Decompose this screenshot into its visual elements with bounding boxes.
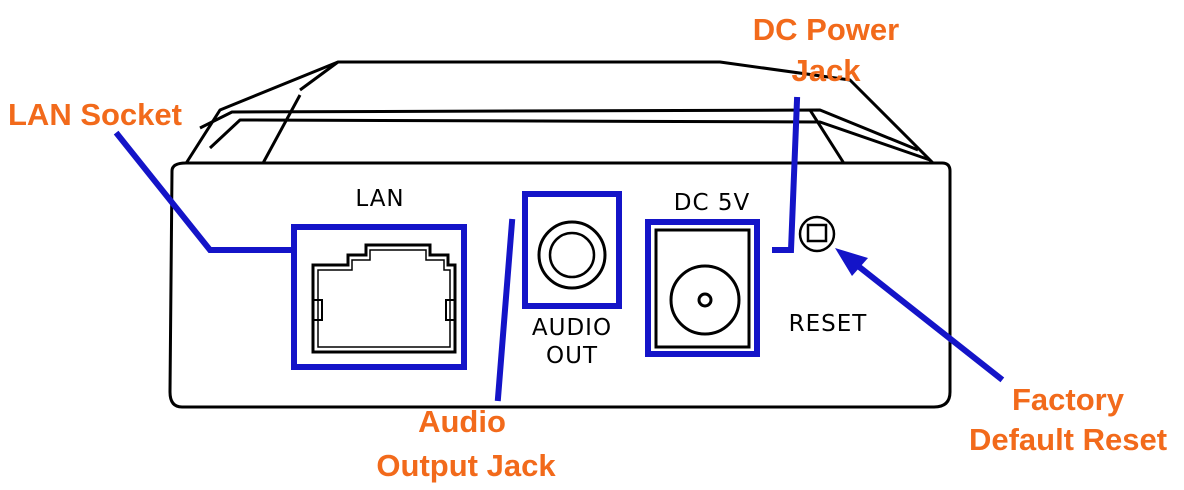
leader-dc (772, 96, 801, 253)
callout-audio-output-line2: Output Jack (376, 448, 556, 483)
housing-ridge-line (199, 108, 919, 152)
lan-highlight-box (291, 224, 467, 370)
dc-jack-ring (669, 264, 741, 336)
panel-label-reset: RESET (789, 311, 868, 337)
dc-jack-housing (654, 228, 751, 349)
housing-left-slope (260, 94, 302, 166)
dc-highlight-box (645, 219, 760, 357)
callout-dc-power-line2: Jack (792, 53, 862, 88)
leader-lines (113, 96, 1005, 402)
callout-audio-output-line1: Audio (418, 404, 506, 439)
reset-button (798, 215, 836, 253)
audio-jack-outer (537, 220, 607, 290)
housing-ridge-line-inner (208, 118, 931, 162)
panel-label-dc: DC 5V (674, 190, 750, 216)
callout-factory-reset-line1: Factory (1012, 382, 1125, 417)
lan-port (311, 243, 457, 354)
leader-audio (494, 218, 516, 402)
leader-lan (113, 130, 297, 253)
reset-button-ring (798, 215, 836, 253)
audio-jack-inner (548, 231, 596, 279)
audio-jack (537, 220, 607, 290)
dc-power-jack (654, 228, 751, 349)
lan-port-notch (313, 299, 455, 321)
dc-jack-pin (697, 292, 713, 308)
callout-lan-socket: LAN Socket (8, 97, 182, 132)
reset-button-slot (806, 223, 828, 243)
device-top-housing (183, 60, 937, 167)
housing-right-slope (808, 109, 847, 166)
lan-port-outline (311, 243, 457, 354)
panel-label-out: OUT (546, 343, 598, 369)
housing-upper-ridge (299, 60, 339, 92)
callout-factory-reset-line2: Default Reset (969, 422, 1167, 457)
audio-highlight-box (522, 191, 622, 309)
housing-outer-edge (183, 60, 937, 167)
panel-label-audio: AUDIO (532, 315, 612, 341)
leader-reset-arrowhead (835, 248, 868, 276)
leader-reset (848, 257, 1005, 383)
lan-port-inner (317, 249, 451, 348)
callout-dc-power-line1: DC Power (753, 12, 899, 47)
panel-label-lan: LAN (355, 186, 404, 212)
